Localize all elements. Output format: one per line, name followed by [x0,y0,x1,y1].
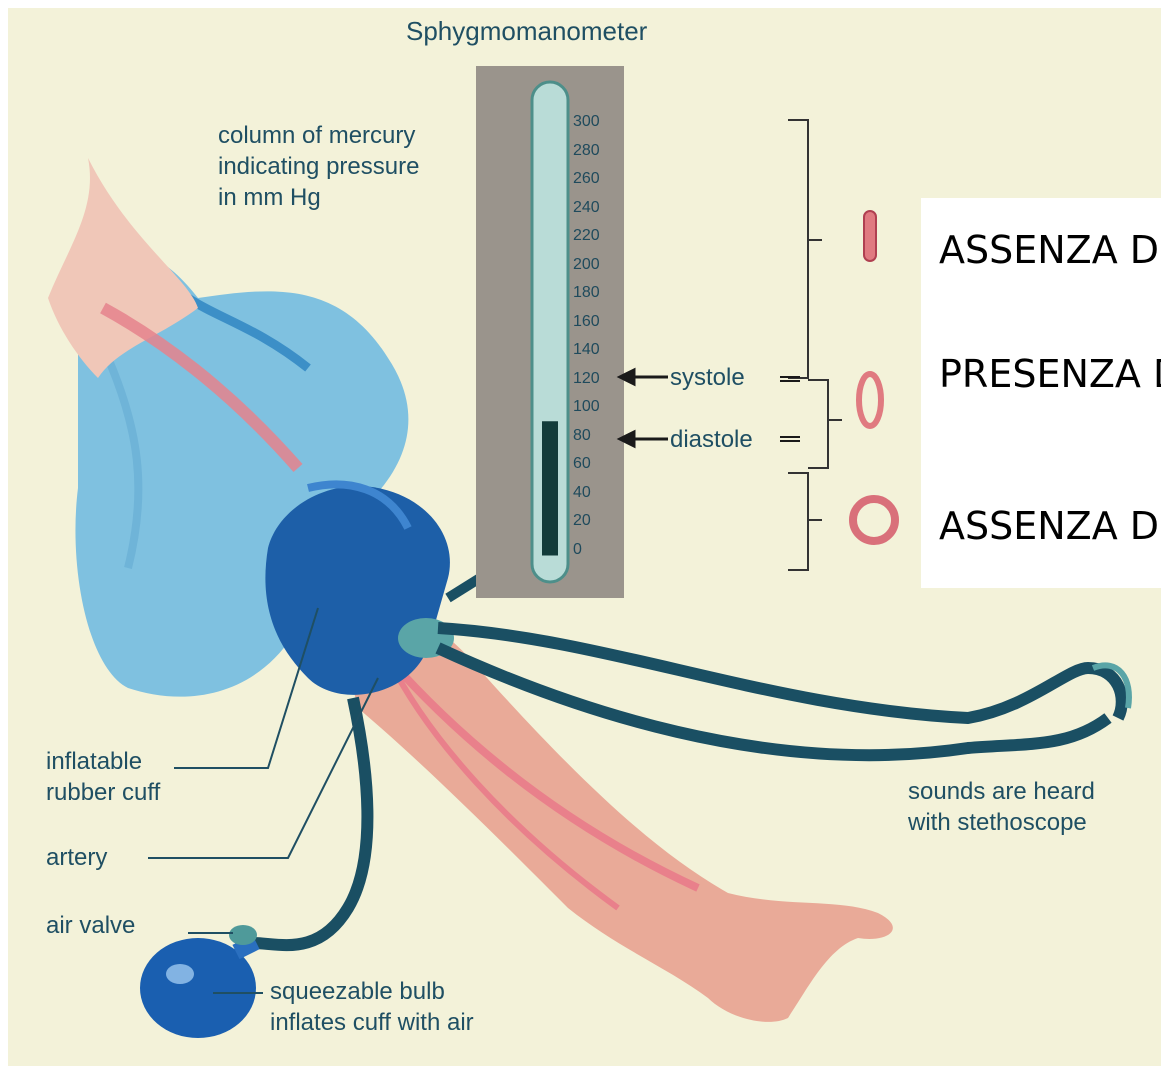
bulb-illustration [140,938,256,1038]
stethoscope-label: sounds are heard with stethoscope [908,776,1095,838]
scale-tick: 160 [573,314,613,330]
artery-label: artery [46,842,107,873]
scale-tick: 280 [573,143,613,159]
cuff-label: inflatable rubber cuff [46,746,160,808]
air-valve-label: air valve [46,910,135,941]
scale-tick: 20 [573,513,613,529]
scale-tick: 100 [573,399,613,415]
scale-tick: 220 [573,228,613,244]
scale-tick: 260 [573,171,613,187]
scale-tick: 240 [573,200,613,216]
bulb-label: squeezable bulb inflates cuff with air [270,976,474,1038]
column-of-mercury-label: column of mercury indicating pressure in… [218,120,419,213]
status-middle: PRESENZA D [939,352,1161,396]
diagram-title: Sphygmomanometer [406,16,647,47]
scale-tick: 120 [573,371,613,387]
systole-label: systole [670,362,745,393]
scale-tick: 0 [573,542,613,558]
status-bottom: ASSENZA DI [939,504,1161,548]
scale-tick: 180 [573,285,613,301]
mercury-column [542,421,558,555]
scale-tick: 60 [573,456,613,472]
cuff-pressure-brackets [788,120,842,570]
scale-tick: 40 [573,485,613,501]
status-top: ASSENZA DI [939,228,1161,272]
diastole-label: diastole [670,424,753,455]
scale-tick: 300 [573,114,613,130]
status-overlay: ASSENZA DI PRESENZA D ASSENZA DI [921,198,1161,588]
scale-tick: 80 [573,428,613,444]
air-valve-illustration [229,925,257,945]
scale-tick: 140 [573,342,613,358]
forearm-illustration [338,607,893,1022]
artery-cross-sections [853,211,895,541]
scale-tick: 200 [573,257,613,273]
